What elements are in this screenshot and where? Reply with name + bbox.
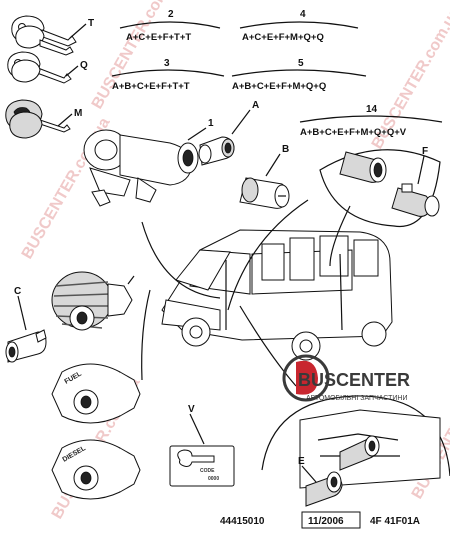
leader-b-to-van — [227, 199, 309, 311]
key-m — [5, 99, 71, 139]
kit-number: 3 — [164, 58, 170, 69]
leader-ignition-to-van — [141, 221, 221, 299]
footer-ref: 44415010 — [220, 516, 265, 527]
kit-formulas: 2 A+C+E+F+T+T 4 A+C+E+F+M+Q+Q 3 A+B+C+E+… — [111, 9, 443, 138]
kit-formula: A+C+E+F+M+Q+Q — [242, 32, 324, 43]
label-m: M — [74, 108, 82, 119]
leader-b — [265, 153, 281, 177]
code-card: CODE 0000 — [169, 445, 235, 487]
lock-cylinder-a — [198, 136, 235, 166]
diesel-cap: DIESEL — [51, 439, 141, 500]
label-a: A — [252, 100, 259, 111]
kit-formula: A+B+C+E+F+M+Q+Q — [232, 81, 326, 92]
brand-name: BUSCENTER — [298, 370, 410, 390]
kit-number: 14 — [366, 104, 378, 115]
leader-e — [301, 465, 317, 483]
lock-cylinder-e — [339, 435, 380, 471]
kit-brace — [299, 115, 443, 123]
key-q — [7, 51, 72, 84]
kit-number: 4 — [300, 9, 306, 20]
lock-cylinder-e-bottom — [305, 471, 343, 507]
label-c: C — [14, 286, 21, 297]
leader-door-to-van — [329, 205, 351, 267]
fuel-cap: FUEL — [51, 363, 141, 424]
kit-formula: A+B+C+E+F+M+Q+Q+V — [300, 127, 407, 138]
leader-q — [65, 65, 79, 77]
label-t: T — [88, 18, 94, 29]
footer-code: 4F 41F01A — [370, 516, 420, 527]
key-t-bottom — [15, 25, 74, 56]
kit-formula: A+B+C+E+F+T+T — [112, 81, 190, 92]
leader-t — [69, 23, 87, 39]
kit-brace — [119, 21, 221, 29]
leader-m — [57, 113, 73, 127]
door-cylinder-f — [391, 183, 440, 217]
kit-brace — [239, 21, 359, 29]
code-card-digits: 0000 — [208, 476, 219, 482]
footer: 44415010 11/2006 4F 41F01A — [220, 511, 420, 529]
door-lock-callout — [319, 149, 441, 228]
leader-e-to-van — [239, 305, 297, 387]
label-q: Q — [80, 60, 88, 71]
label-b: B — [282, 144, 289, 155]
leader-c — [17, 295, 27, 331]
brand-logo: BUSCENTER АВТОМОБІЛЬНІ ЗАПЧАСТИНИ — [282, 354, 410, 402]
code-card-label: CODE — [200, 468, 215, 474]
label-1: 1 — [208, 118, 214, 129]
label-f: F — [422, 146, 428, 157]
brand-tagline: АВТОМОБІЛЬНІ ЗАПЧАСТИНИ — [306, 395, 407, 402]
leader-fuel-to-van — [141, 289, 151, 381]
fuel-cap-knurled — [51, 271, 135, 331]
van-illustration — [161, 229, 393, 361]
door-cylinder — [339, 151, 387, 183]
ignition-lock-assembly — [83, 129, 199, 207]
kit-brace — [111, 69, 225, 77]
kit-number: 5 — [298, 58, 304, 69]
label-e: E — [298, 456, 305, 467]
leader-a — [231, 109, 251, 135]
lock-cylinder-b — [239, 177, 290, 209]
leader-1 — [187, 127, 207, 141]
leader-v — [189, 413, 205, 445]
lock-cylinder-c — [5, 329, 47, 363]
kit-formula: A+C+E+F+T+T — [126, 32, 191, 43]
interior-callout — [261, 395, 450, 507]
leader-f — [417, 155, 425, 185]
footer-date: 11/2006 — [308, 516, 344, 527]
kit-brace — [231, 69, 367, 77]
label-v: V — [188, 404, 195, 415]
kit-number: 2 — [168, 9, 174, 20]
